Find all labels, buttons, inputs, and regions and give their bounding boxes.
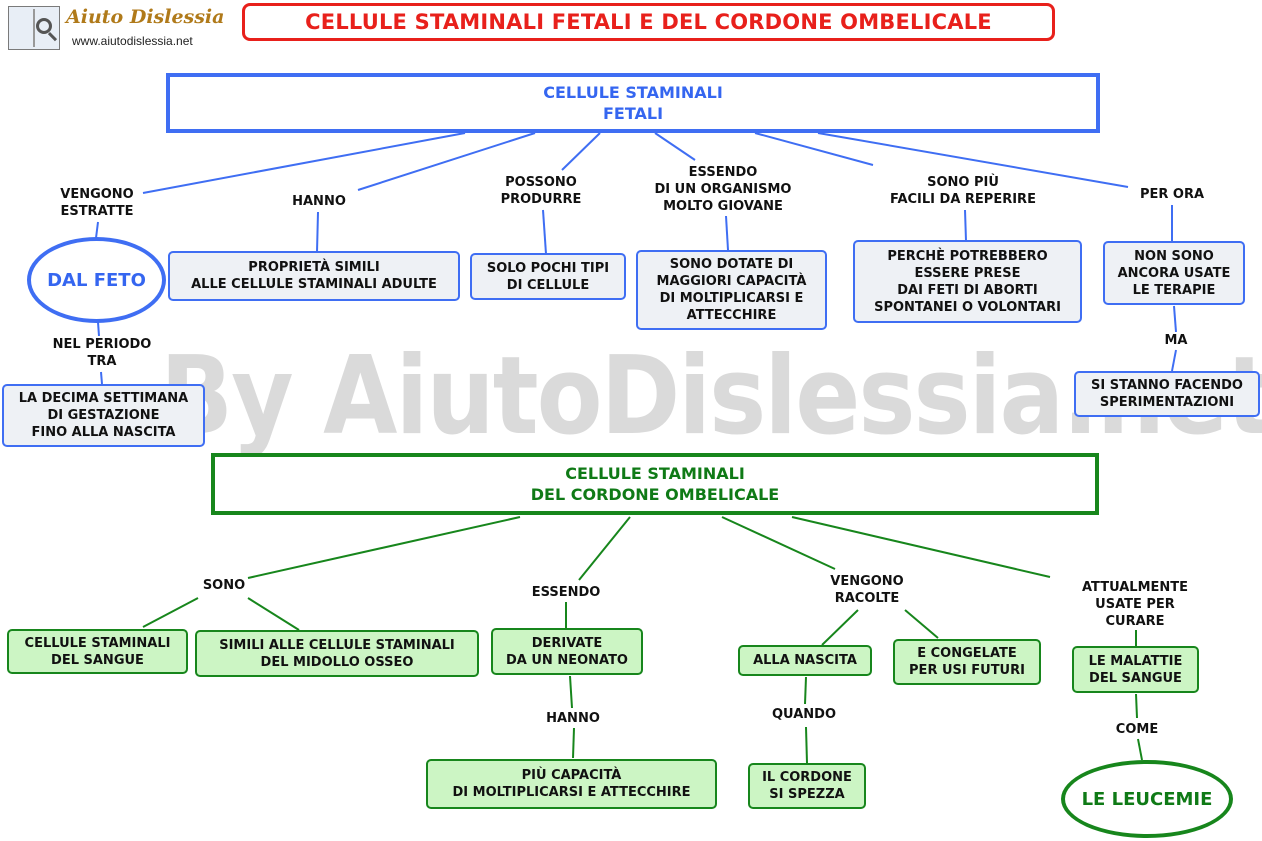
node-derivate-neonato[interactable]: DERIVATE DA UN NEONATO <box>491 628 643 675</box>
label-ma: MA <box>1162 332 1190 349</box>
label-come: COME <box>1113 721 1161 738</box>
label-per-ora: PER ORA <box>1137 186 1207 203</box>
node-cellule-sangue[interactable]: CELLULE STAMINALI DEL SANGUE <box>7 629 188 674</box>
node-proprieta-simili[interactable]: PROPRIETÀ SIMILI ALLE CELLULE STAMINALI … <box>168 251 460 301</box>
label-vengono-raccolte: VENGONO RACOLTE <box>828 573 906 607</box>
cord-root-node[interactable]: CELLULE STAMINALI DEL CORDONE OMBELICALE <box>211 453 1099 515</box>
node-pochi-tipi[interactable]: SOLO POCHI TIPI DI CELLULE <box>470 253 626 300</box>
node-piu-capacita[interactable]: PIÙ CAPACITÀ DI MOLTIPLICARSI E ATTECCHI… <box>426 759 717 809</box>
label-hanno-cord: HANNO <box>544 710 602 727</box>
label-quando: QUANDO <box>770 706 838 723</box>
node-maggiori-capacita[interactable]: SONO DOTATE DI MAGGIORI CAPACITÀ DI MOLT… <box>636 250 827 330</box>
node-leucemie[interactable]: LE LEUCEMIE <box>1061 760 1233 838</box>
node-malattie-sangue[interactable]: LE MALATTIE DEL SANGUE <box>1072 646 1199 693</box>
node-non-usate[interactable]: NON SONO ANCORA USATE LE TERAPIE <box>1103 241 1245 305</box>
node-dal-feto[interactable]: DAL FETO <box>27 237 166 323</box>
label-sono: SONO <box>200 577 248 594</box>
node-feti-aborti[interactable]: PERCHÈ POTREBBERO ESSERE PRESE DAI FETI … <box>853 240 1082 323</box>
node-alla-nascita[interactable]: ALLA NASCITA <box>738 645 872 676</box>
logo-name: Aiuto Dislessia <box>66 6 225 28</box>
node-congelate[interactable]: E CONGELATE PER USI FUTURI <box>893 639 1041 685</box>
node-midollo-osseo[interactable]: SIMILI ALLE CELLULE STAMINALI DEL MIDOLL… <box>195 630 479 677</box>
magnifier-icon <box>36 18 52 34</box>
fetal-root-node[interactable]: CELLULE STAMINALI FETALI <box>166 73 1100 133</box>
label-essendo: ESSENDO <box>529 584 603 601</box>
node-decima-settimana[interactable]: LA DECIMA SETTIMANA DI GESTAZIONE FINO A… <box>2 384 205 447</box>
label-hanno: HANNO <box>290 193 348 210</box>
label-essendo-organismo: ESSENDO DI UN ORGANISMO MOLTO GIOVANE <box>652 164 794 215</box>
node-sperimentazioni[interactable]: SI STANNO FACENDO SPERIMENTAZIONI <box>1074 371 1260 417</box>
label-vengono-estratte: VENGONO ESTRATTE <box>58 186 136 220</box>
book-icon <box>8 6 60 50</box>
label-sono-piu-facili: SONO PIÙ FACILI DA REPERIRE <box>888 174 1038 208</box>
logo[interactable]: Aiuto Dislessia www.aiutodislessia.net <box>6 4 224 52</box>
node-cordone-spezza[interactable]: IL CORDONE SI SPEZZA <box>748 763 866 809</box>
label-nel-periodo-tra: NEL PERIODO TRA <box>50 336 154 370</box>
watermark: By AiutoDislessia.net <box>160 333 1262 459</box>
page-title: CELLULE STAMINALI FETALI E DEL CORDONE O… <box>242 3 1055 41</box>
label-attualmente: ATTUALMENTE USATE PER CURARE <box>1071 579 1199 630</box>
label-possono-produrre: POSSONO PRODURRE <box>498 174 584 208</box>
logo-url: www.aiutodislessia.net <box>72 34 193 48</box>
